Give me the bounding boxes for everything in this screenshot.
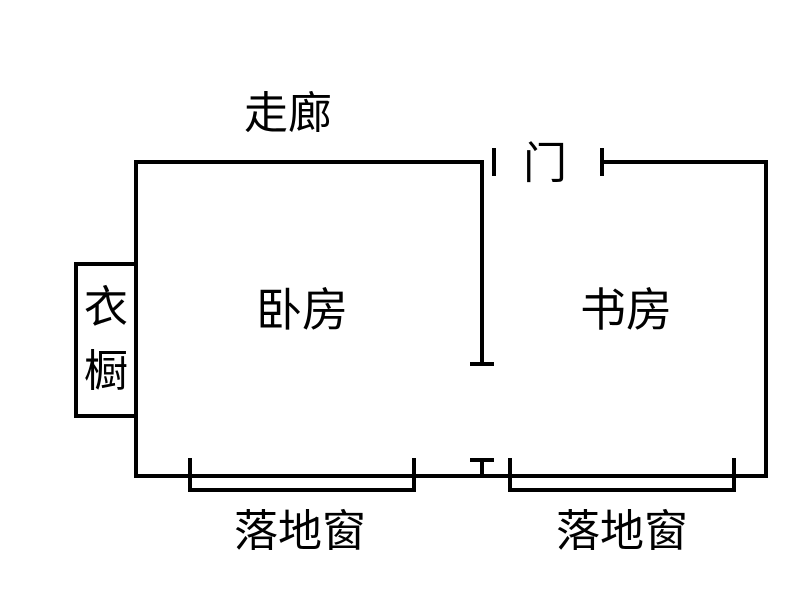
wardrobe-label-top: 衣	[84, 282, 128, 333]
window-right-bracket	[508, 458, 736, 492]
door-label: 门	[523, 138, 567, 189]
window-left-label: 落地窗	[234, 506, 366, 557]
wardrobe-box	[74, 262, 138, 418]
window-left-bracket	[188, 458, 416, 492]
window-right-label: 落地窗	[556, 506, 688, 557]
bedroom-label: 卧房	[256, 283, 348, 337]
corridor-label: 走廊	[244, 88, 332, 139]
wardrobe-label-bottom: 橱	[84, 346, 128, 397]
partition-wall	[470, 160, 494, 478]
door-opening	[492, 148, 604, 176]
study-label: 书房	[580, 283, 672, 337]
